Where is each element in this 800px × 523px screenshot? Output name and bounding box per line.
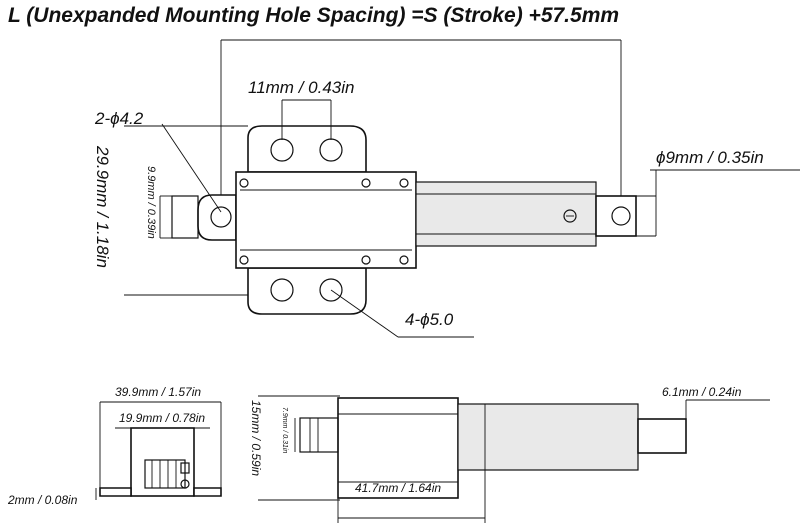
width-39-9-label: 39.9mm / 1.57in xyxy=(115,385,201,399)
clevis-height-dimension xyxy=(159,195,172,239)
side-view xyxy=(258,395,770,523)
hole-spacing-dimension xyxy=(281,99,332,140)
rod-end xyxy=(595,169,800,237)
top-view xyxy=(124,39,800,338)
rod-end-hole xyxy=(611,206,631,226)
rear-clevis xyxy=(171,194,237,241)
height-7-9-label: 7.9mm / 0.31in xyxy=(281,407,288,453)
diagram-title: L (Unexpanded Mounting Hole Spacing) =S … xyxy=(8,4,620,27)
spacing-11mm-label: 11mm / 0.43in xyxy=(248,78,354,97)
length-41-7-label: 41.7mm / 1.64in xyxy=(355,481,441,495)
overall-length-dimension xyxy=(220,39,622,210)
rear-clevis-hole xyxy=(210,206,232,228)
height-29-9-label: 29.9mm / 1.18in xyxy=(93,145,112,268)
body-screws xyxy=(239,178,409,265)
mount-hole xyxy=(319,278,343,302)
height-15mm-label: 15mm / 0.59in xyxy=(249,400,263,476)
width-19-9-label: 19.9mm / 0.78in xyxy=(119,411,205,425)
actuator-tube xyxy=(415,181,597,247)
height-9-9-label: 9.9mm / 0.39in xyxy=(145,166,157,239)
mount-hole xyxy=(270,278,294,302)
diameter-6-1-label: 6.1mm / 0.24in xyxy=(662,385,742,399)
holes-4-phi-label: 4-ϕ5.0 xyxy=(405,310,454,329)
end-view xyxy=(95,401,222,500)
thickness-2mm-label: 2mm / 0.08in xyxy=(7,493,78,507)
holes-2-phi-label: 2-ϕ4.2 xyxy=(94,109,144,128)
diameter-9mm-label: ϕ9mm / 0.35in xyxy=(656,148,764,167)
actuator-body xyxy=(235,171,417,269)
mounting-bracket xyxy=(247,125,367,315)
height-dimension xyxy=(124,125,248,296)
